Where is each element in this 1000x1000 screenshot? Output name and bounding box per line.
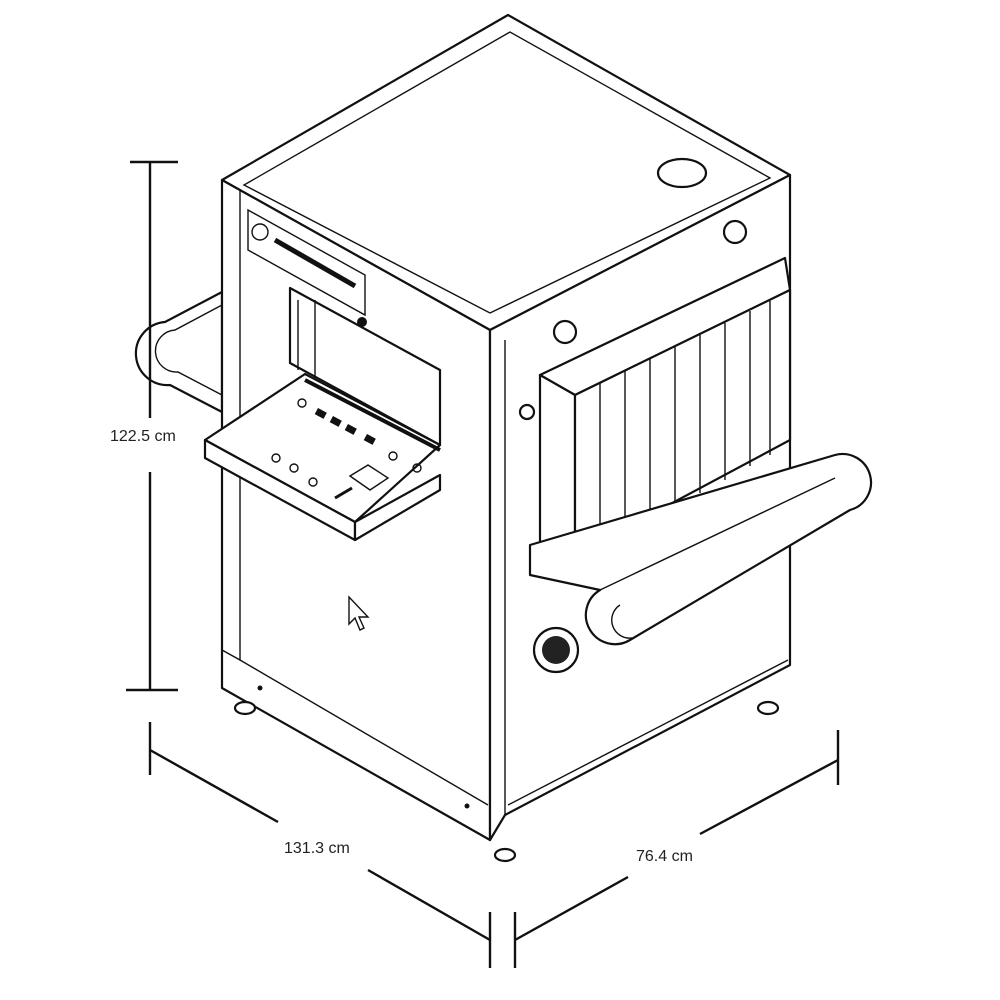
emergency-stop — [722, 219, 748, 245]
top-vent-cap — [656, 157, 708, 189]
logo-plate — [247, 208, 366, 317]
logo-icon — [251, 223, 269, 241]
dimension-length — [148, 722, 492, 968]
mouse-cursor-icon — [348, 595, 370, 631]
left-conveyor — [134, 290, 224, 414]
foot — [756, 700, 780, 716]
key-switch — [357, 317, 367, 327]
fan-grille-icon — [532, 626, 580, 674]
width-label: 76.4 cm — [636, 848, 693, 865]
height-label: 122.5 cm — [110, 428, 176, 445]
foot — [233, 700, 257, 716]
control-panel — [203, 372, 442, 542]
exit-tunnel-hood — [538, 256, 792, 567]
key-switch — [518, 403, 536, 421]
right-conveyor — [528, 452, 873, 646]
dimension-width — [513, 730, 840, 968]
logo-text-mark — [273, 237, 357, 289]
length-label: 131.3 cm — [284, 840, 350, 857]
emergency-stop — [552, 319, 578, 345]
foot — [493, 847, 517, 863]
dimension-height — [126, 160, 178, 692]
trackpad — [348, 464, 390, 491]
